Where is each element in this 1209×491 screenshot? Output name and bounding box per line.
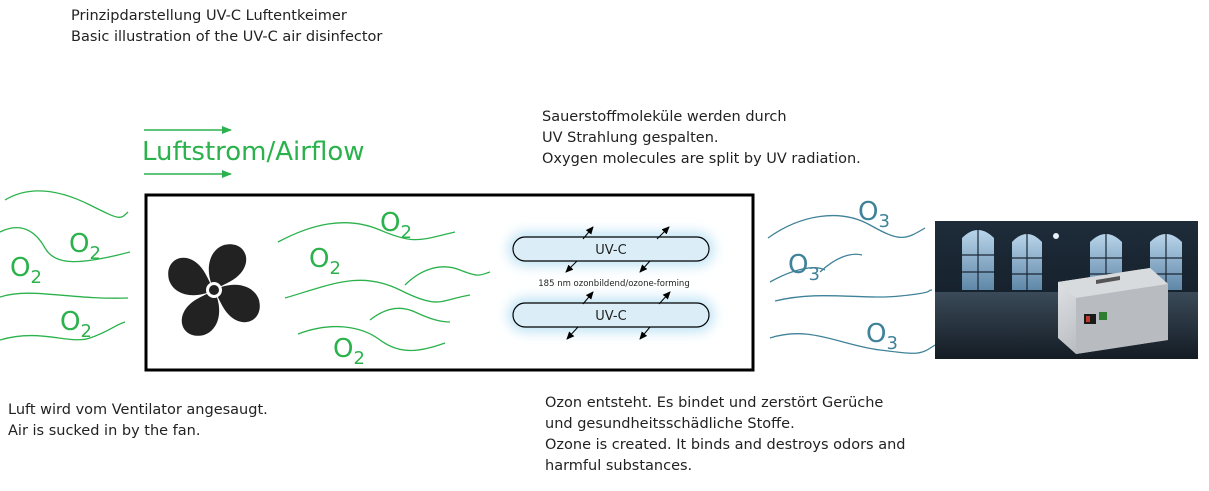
uv-lamp-top: UV-C: [508, 232, 714, 266]
oxygen-molecules: O2 O2 O2 O2 O2 O2: [10, 208, 412, 369]
oxygen-molecule: O2: [333, 334, 365, 369]
ozone-note-line-3: Ozone is created. It binds and destroys …: [545, 437, 906, 453]
wavelength-note: 185 nm ozonbildend/ozone-forming: [538, 279, 689, 289]
title-line-1: Prinzipdarstellung UV-C Luftentkeimer: [71, 8, 347, 24]
split-note-line-3: Oxygen molecules are split by UV radiati…: [542, 151, 861, 167]
intake-note-line-1: Luft wird vom Ventilator angesaugt.: [8, 402, 268, 418]
internal-air-waves: [277, 222, 491, 352]
ozone-note-line-1: Ozon entsteht. Es bindet und zerstört Ge…: [545, 395, 884, 411]
radiation-arrow: [582, 226, 594, 240]
oxygen-molecule: O2: [69, 229, 101, 264]
fan-icon: [168, 244, 260, 336]
air-wave: [0, 321, 126, 341]
air-wave: [0, 227, 131, 263]
airflow-label: Luftstrom/Airflow: [142, 137, 365, 167]
radiation-arrow: [566, 326, 579, 340]
radiation-arrow: [656, 226, 670, 240]
air-wave: [819, 253, 863, 273]
air-wave: [277, 222, 456, 243]
ozone-molecule: O3: [858, 197, 890, 232]
air-wave: [774, 289, 933, 302]
split-note-line-1: Sauerstoffmoleküle werden durch: [542, 109, 787, 125]
radiation-arrow: [658, 291, 671, 305]
radiation-arrow: [582, 291, 594, 305]
ozone-note-line-2: und gesundheitsschädliche Stoffe.: [545, 416, 795, 432]
uv-lamp-bottom: UV-C: [508, 298, 714, 332]
oxygen-molecule: O2: [309, 244, 341, 279]
ozone-molecule: O3: [866, 319, 898, 354]
air-wave: [769, 267, 826, 283]
air-wave: [369, 307, 451, 323]
photo-window: [962, 228, 994, 290]
radiation-arrow: [565, 260, 578, 273]
oxygen-molecule: O2: [380, 208, 412, 243]
split-note: Sauerstoffmoleküle werden durch UV Strah…: [542, 107, 861, 170]
intake-note-line-2: Air is sucked in by the fan.: [8, 423, 201, 439]
air-wave: [404, 266, 491, 286]
device-housing: [144, 193, 755, 372]
air-wave: [767, 214, 926, 239]
uv-lamp-bottom-label: UV-C: [595, 309, 626, 324]
air-wave: [297, 325, 446, 352]
intake-note: Luft wird vom Ventilator angesaugt. Air …: [8, 400, 268, 442]
ozone-note: Ozon entsteht. Es bindet und zerstört Ge…: [545, 393, 905, 477]
photo-window: [1012, 232, 1042, 290]
ozone-generator-photo: [935, 221, 1198, 359]
radiation-arrow: [639, 260, 651, 273]
outflow-air-waves: [767, 214, 936, 354]
radiation-arrow: [639, 326, 651, 340]
photo-device: [1058, 268, 1168, 354]
ozone-molecule: O3: [788, 250, 820, 285]
oxygen-molecule: O2: [60, 307, 92, 342]
diagram-title: Prinzipdarstellung UV-C Luftentkeimer Ba…: [71, 6, 382, 48]
air-wave: [769, 333, 936, 354]
air-wave: [4, 190, 129, 218]
split-note-line-2: UV Strahlung gespalten.: [542, 130, 719, 146]
airflow-indicator: Luftstrom/Airflow: [142, 126, 365, 178]
uv-radiation-arrows: [565, 226, 671, 340]
ozone-molecules: O3 O3 O3: [788, 197, 898, 354]
ozone-note-line-4: harmful substances.: [545, 458, 693, 474]
intake-air-waves: [0, 190, 131, 341]
title-line-2: Basic illustration of the UV-C air disin…: [71, 29, 383, 45]
air-wave: [0, 292, 129, 299]
air-wave: [284, 279, 471, 303]
oxygen-molecule: O2: [10, 253, 42, 288]
uv-lamp-top-label: UV-C: [595, 243, 626, 258]
